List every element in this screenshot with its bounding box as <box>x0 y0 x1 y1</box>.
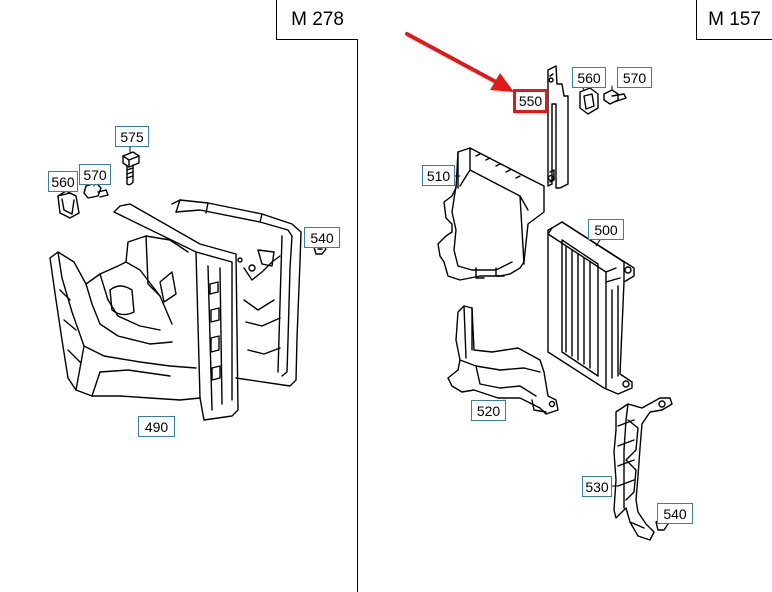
bracket-550-part <box>547 65 569 189</box>
highlight-arrow <box>405 32 514 92</box>
callout-560-left: 560 <box>48 171 78 192</box>
bolt-575-part <box>122 151 140 186</box>
callout-520: 520 <box>471 400 506 421</box>
engine-label-right: M 157 <box>696 0 772 40</box>
callout-560-right: 560 <box>572 67 606 88</box>
callout-510: 510 <box>422 165 455 186</box>
callout-570-right: 570 <box>617 67 652 88</box>
callout-550-highlighted: 550 <box>513 89 548 113</box>
air-duct-510-part <box>437 147 545 281</box>
callout-500: 500 <box>588 219 624 240</box>
callout-540-left: 540 <box>304 227 340 248</box>
panel-divider <box>357 0 358 592</box>
frame-490-part <box>49 199 302 421</box>
clip-560-right-part <box>579 87 599 115</box>
clip-560-left-part <box>57 190 80 219</box>
callout-530: 530 <box>582 476 612 497</box>
side-panel-530-part <box>613 397 673 541</box>
callout-540-right: 540 <box>657 503 693 524</box>
leader-lines <box>67 85 663 519</box>
radiator-500-part <box>547 221 635 395</box>
callout-575: 575 <box>115 126 149 147</box>
engine-label-left: M 278 <box>276 0 358 40</box>
screw-570-right-part <box>603 89 627 105</box>
screw-570-left-part <box>83 182 109 199</box>
callout-570-left: 570 <box>79 164 111 185</box>
lower-duct-520-part <box>447 305 559 415</box>
callout-490: 490 <box>138 416 175 437</box>
